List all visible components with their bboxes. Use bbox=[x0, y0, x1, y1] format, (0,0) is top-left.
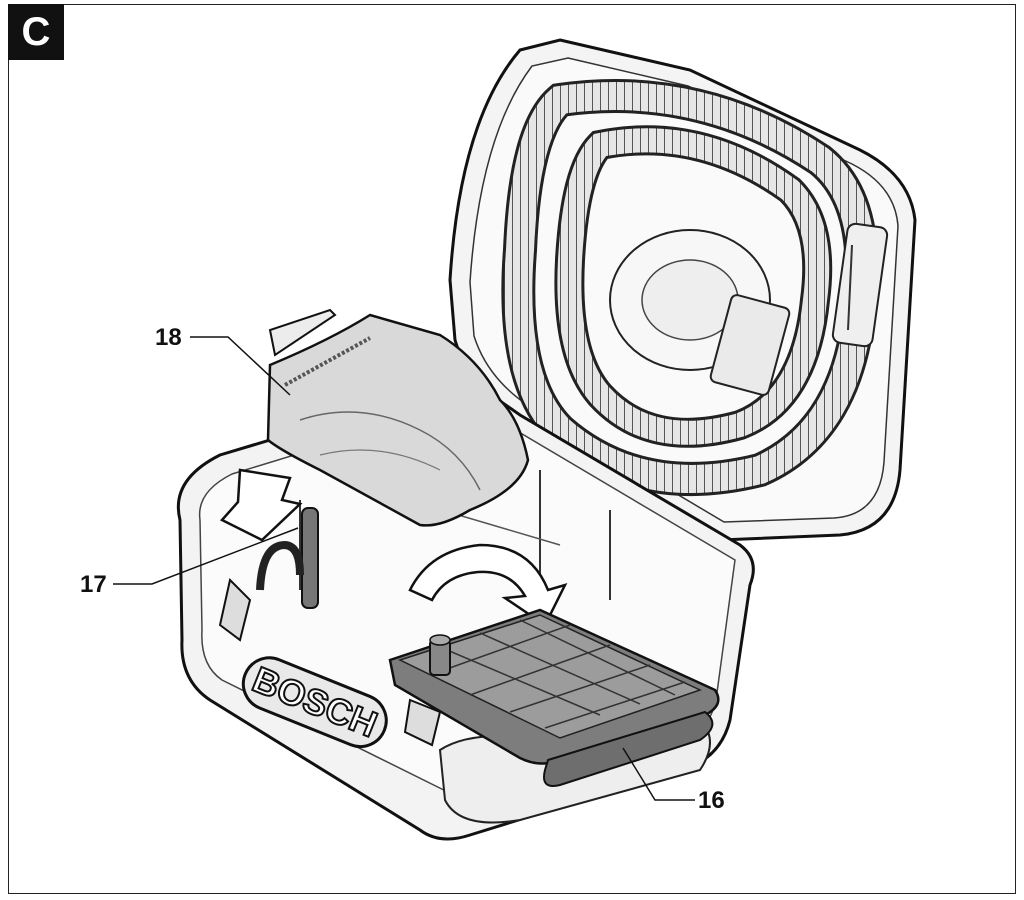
rotation-arrow-icon bbox=[408, 543, 568, 627]
handle-17 bbox=[256, 507, 319, 609]
callout-16: 16 bbox=[622, 747, 725, 814]
svg-text:18: 18 bbox=[155, 324, 182, 351]
svg-text:17: 17 bbox=[80, 571, 107, 598]
latch-right-icon bbox=[403, 698, 442, 747]
filter-tray-16 bbox=[388, 608, 720, 787]
svg-text:16: 16 bbox=[698, 787, 725, 814]
insert-arrow-icon bbox=[219, 468, 303, 542]
figure-badge: C bbox=[8, 4, 64, 60]
figure-frame bbox=[8, 4, 1016, 894]
latch-left-icon bbox=[218, 578, 252, 642]
dust-bag-18 bbox=[266, 308, 530, 527]
callout-18: 18 bbox=[155, 324, 291, 396]
hose-coil bbox=[501, 79, 889, 496]
callout-17: 17 bbox=[80, 527, 299, 598]
